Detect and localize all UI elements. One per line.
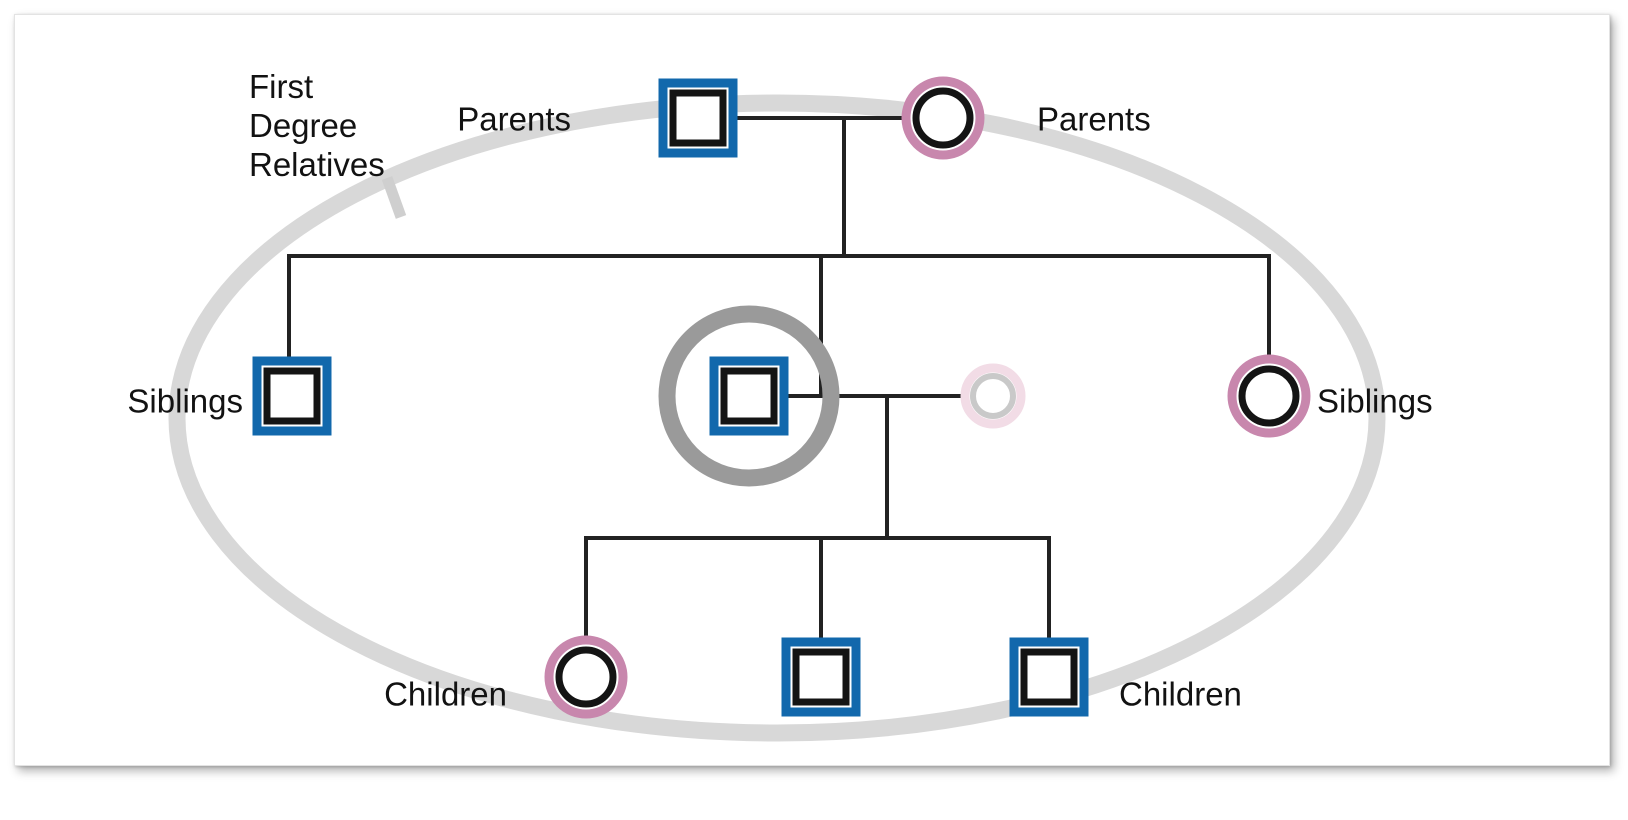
fdr-line-3: Relatives: [249, 146, 385, 183]
first-degree-relatives-group: [168, 94, 1386, 742]
child-1-inner-circle: [555, 646, 617, 708]
generation-3-children: [544, 635, 1089, 719]
child-3-inner-square: [1020, 648, 1078, 706]
pedigree-diagram: First Degree Relatives Parents Parents S…: [127, 68, 1433, 742]
label-parents-left: Parents: [457, 101, 571, 138]
proband-inner-square: [720, 367, 778, 425]
proband-ring: [658, 305, 840, 487]
sibling-left-inner-square: [263, 367, 321, 425]
symbol-child-3-male-square[interactable]: [1009, 637, 1089, 717]
sibling-right-inner-circle: [1238, 365, 1300, 427]
label-parents-right: Parents: [1037, 101, 1151, 138]
symbol-father-male-square[interactable]: [658, 78, 738, 158]
symbol-sibling-left-male-square[interactable]: [252, 356, 332, 436]
generation-1-parents: [658, 76, 985, 160]
mother-inner-circle: [912, 87, 974, 149]
label-siblings-right: Siblings: [1317, 383, 1433, 420]
symbol-child-1-female-circle[interactable]: [544, 635, 628, 719]
fdr-line-2: Degree: [249, 107, 357, 144]
group-pointer-tick: [381, 176, 407, 219]
symbol-partner-female-circle-faded[interactable]: [960, 363, 1026, 429]
symbol-mother-female-circle[interactable]: [901, 76, 985, 160]
label-first-degree-relatives: First Degree Relatives: [249, 68, 385, 183]
generation-2-proband-and-siblings: [252, 305, 1311, 487]
diagram-labels: First Degree Relatives Parents Parents S…: [127, 68, 1432, 713]
label-siblings-left: Siblings: [127, 383, 243, 420]
father-inner-square: [669, 89, 727, 147]
partner-inner-circle-faded: [970, 373, 1016, 419]
symbol-sibling-right-female-circle[interactable]: [1227, 354, 1311, 438]
label-children-left: Children: [384, 676, 507, 713]
symbol-child-2-male-square[interactable]: [781, 637, 861, 717]
connector-lines: [287, 116, 1271, 655]
grouping-ellipse: [168, 94, 1386, 742]
symbol-proband-male-square[interactable]: [709, 356, 789, 436]
diagram-card: First Degree Relatives Parents Parents S…: [14, 14, 1610, 766]
fdr-line-1: First: [249, 68, 313, 105]
child-2-inner-square: [792, 648, 850, 706]
label-children-right: Children: [1119, 676, 1242, 713]
